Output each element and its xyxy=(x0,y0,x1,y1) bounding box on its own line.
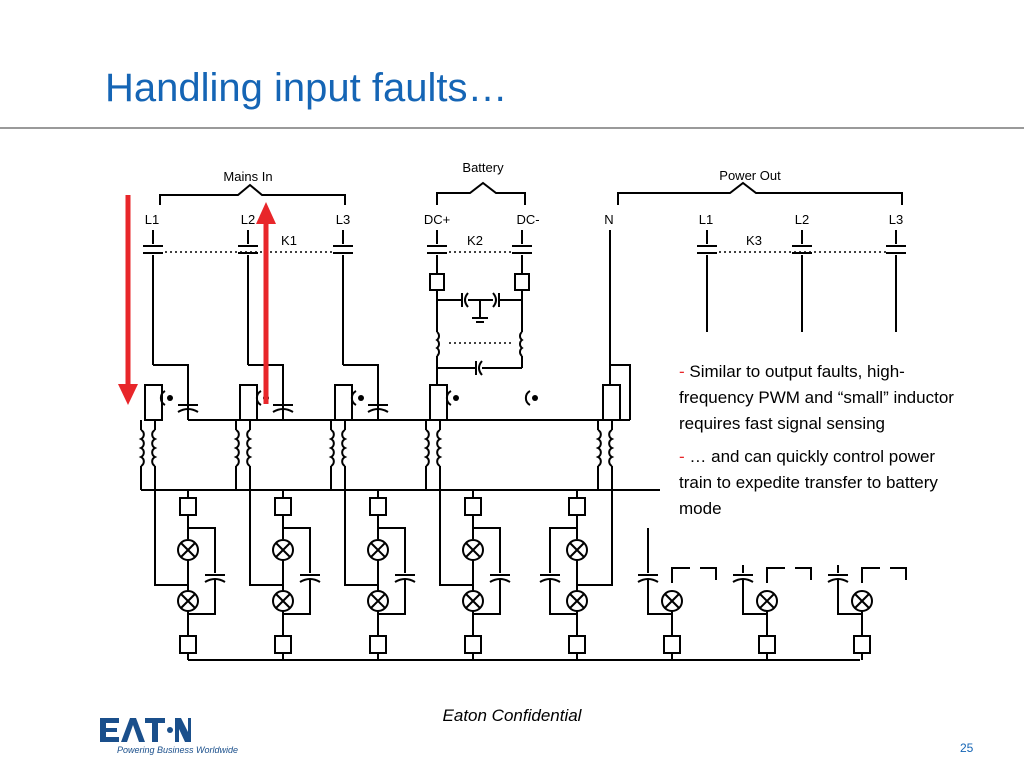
fault-current-down-arrowhead xyxy=(118,384,138,405)
fault-current-arrows xyxy=(118,195,276,405)
page-number: 25 xyxy=(960,741,974,755)
label-out-l1: L1 xyxy=(699,212,713,227)
label-in-l3: L3 xyxy=(336,212,350,227)
note-item: - Similar to output faults, high-frequen… xyxy=(679,359,957,437)
label-in-l1: L1 xyxy=(145,212,159,227)
label-mains-in: Mains In xyxy=(223,169,272,184)
label-battery: Battery xyxy=(462,160,504,175)
label-out-l3: L3 xyxy=(889,212,903,227)
slide-title: Handling input faults… xyxy=(105,66,508,110)
relay-linkages xyxy=(165,251,886,344)
footer-confidential: Eaton Confidential xyxy=(442,706,582,725)
title-divider xyxy=(0,127,1024,129)
eaton-logo xyxy=(100,718,191,742)
note-text: … and can quickly control power train to… xyxy=(679,447,938,518)
label-power-out: Power Out xyxy=(719,168,781,183)
label-relay-k2: K2 xyxy=(467,233,483,248)
label-out-l2: L2 xyxy=(795,212,809,227)
label-neutral: N xyxy=(604,212,613,227)
label-relay-k3: K3 xyxy=(746,233,762,248)
label-dc-minus: DC- xyxy=(516,212,539,227)
note-item: - … and can quickly control power train … xyxy=(679,444,957,522)
label-in-l2: L2 xyxy=(241,212,255,227)
note-text: Similar to output faults, high-frequency… xyxy=(679,362,954,433)
logo-tagline: Powering Business Worldwide xyxy=(117,745,239,755)
notes-text: - Similar to output faults, high-frequen… xyxy=(679,359,957,529)
note-dash: - xyxy=(679,447,685,466)
schematic-wiring xyxy=(138,181,907,661)
note-dash: - xyxy=(679,362,685,381)
label-relay-k1: K1 xyxy=(281,233,297,248)
fault-current-up-arrowhead xyxy=(256,202,276,224)
label-dc-plus: DC+ xyxy=(424,212,450,227)
current-sensors xyxy=(159,390,538,406)
